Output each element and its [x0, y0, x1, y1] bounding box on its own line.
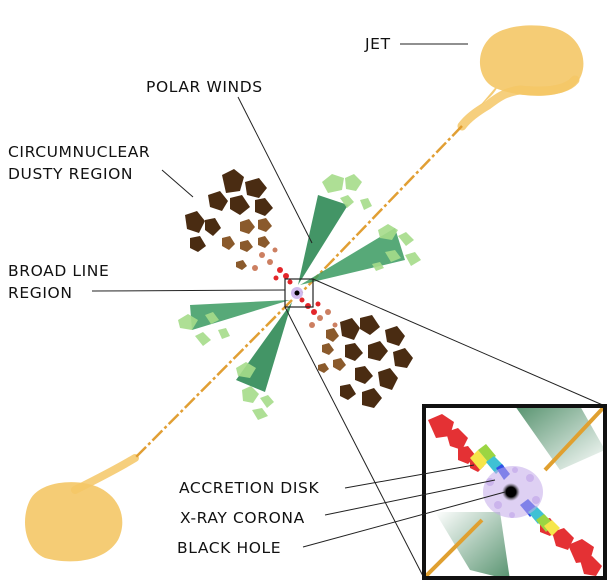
label-broad-line-2: REGION	[8, 284, 73, 302]
core-black-hole	[294, 290, 300, 296]
polar-winds	[178, 174, 421, 420]
label-dusty-region-1: CIRCUMNUCLEAR	[8, 143, 151, 161]
label-jet: JET	[365, 35, 391, 53]
leader-lines	[91, 43, 506, 548]
wind-cone-upper	[298, 195, 348, 285]
core-inset	[422, 404, 607, 580]
label-polar-winds: POLAR WINDS	[146, 78, 263, 96]
black-hole	[502, 483, 520, 501]
wind-cone-lower	[236, 302, 292, 392]
label-broad-line-1: BROAD LINE	[8, 262, 110, 280]
label-black-hole: BLACK HOLE	[177, 539, 282, 557]
label-accretion-disk: ACCRETION DISK	[179, 479, 320, 497]
jet	[25, 25, 584, 562]
dusty-region	[185, 169, 413, 408]
label-dusty-region-2: DUSTY REGION	[8, 165, 134, 183]
label-xray-corona: X-RAY CORONA	[180, 509, 305, 527]
jet-plume-bottom	[25, 482, 123, 562]
core-zoom-box	[284, 278, 314, 308]
